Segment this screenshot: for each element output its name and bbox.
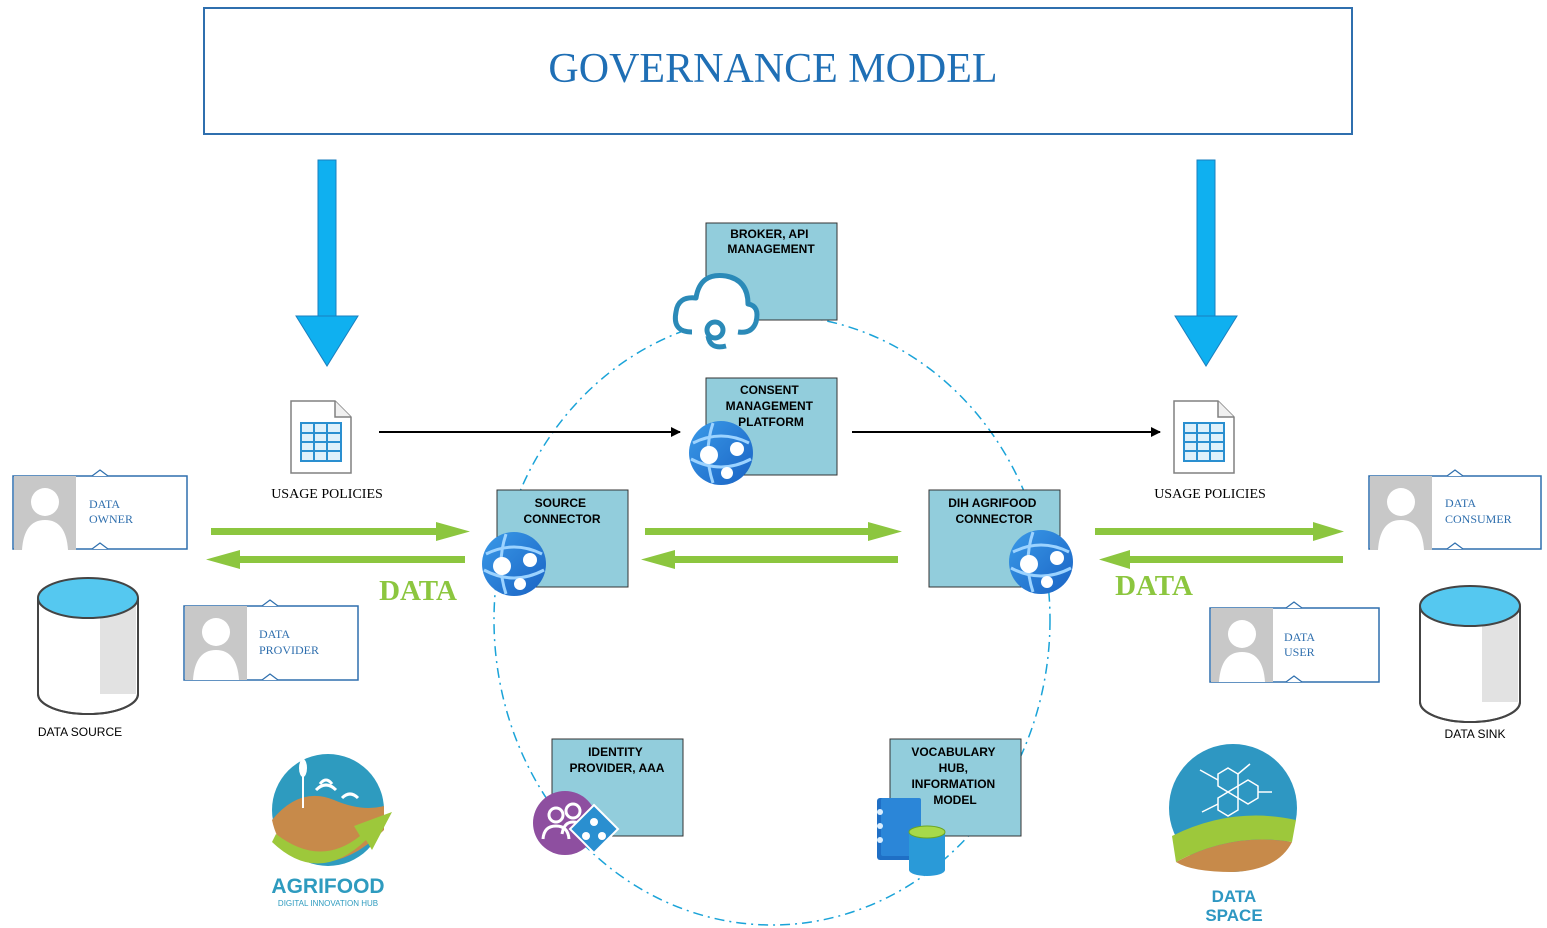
vocabulary-label-3: INFORMATION (911, 777, 995, 791)
dih-connector-label-2: CONNECTOR (955, 512, 1032, 526)
database-icon (1419, 585, 1521, 723)
provider-label-1: DATA (259, 627, 290, 641)
svg-text:DIH AGRIFOOD CONNECTOR: DIH AGRIFOOD CONNECTOR (948, 496, 1040, 526)
user-silhouette-icon (1370, 476, 1432, 550)
user-silhouette-icon (1211, 608, 1273, 682)
role-card-provider: DATA PROVIDER (183, 599, 359, 681)
svg-text:CONSENT MANAGEMENT: CONSENT MANAGEMENT PLATFORM (726, 383, 817, 429)
svg-text:DATA USER: DATA USER (1284, 630, 1317, 659)
dih-connector-label-1: DIH AGRIFOOD (948, 496, 1037, 510)
dataspace-logo-line2: SPACE (1205, 906, 1262, 925)
data-sink-label: DATA SINK (1445, 727, 1506, 741)
web-app-icon (1007, 528, 1075, 596)
dataspace-logo-line1: DATA (1212, 887, 1257, 906)
source-connector-label-1: SOURCE (535, 496, 586, 510)
page-title: GOVERNANCE MODEL (548, 46, 997, 92)
svg-text:VOCABULARY HUB, IN: VOCABULARY HUB, INFORMATION MODEL (911, 745, 998, 807)
data-label-left: DATA (379, 575, 457, 607)
provider-label-2: PROVIDER (259, 643, 319, 657)
governance-arrow-left (295, 159, 359, 367)
identity-component: IDENTITY PROVIDER, AAA (533, 738, 684, 855)
vocabulary-label-1: VOCABULARY (911, 745, 995, 759)
dih-connector-component: DIH AGRIFOOD CONNECTOR (928, 489, 1075, 596)
agrifood-logo-tagline: DIGITAL INNOVATION HUB (278, 899, 378, 908)
role-card-consumer: DATA CONSUMER (1368, 469, 1542, 550)
role-card-user: DATA USER (1209, 601, 1380, 683)
web-app-icon (687, 419, 755, 487)
dataspace-logo: DATA SPACE (1169, 744, 1297, 925)
broker-component: BROKER, API MANAGEMENT (672, 222, 838, 350)
identity-icon (533, 791, 620, 855)
identity-label-2: PROVIDER, AAA (570, 761, 665, 775)
vocabulary-book-icon (877, 798, 946, 876)
document-table-icon (1173, 400, 1235, 474)
broker-label-2: MANAGEMENT (727, 242, 815, 256)
document-table-icon (290, 400, 352, 474)
data-flow-arrows (206, 522, 1344, 569)
database-icon (37, 577, 139, 715)
agrifood-logo-name: AGRIFOOD (271, 875, 384, 898)
source-connector-component: SOURCE CONNECTOR (480, 489, 629, 598)
svg-text:DATA PROVIDER: DATA PROVIDER (259, 627, 319, 657)
vocabulary-label-4: MODEL (933, 793, 976, 807)
consumer-label-1: DATA (1445, 496, 1476, 510)
owner-label-1: DATA (89, 497, 120, 511)
svg-text:SOURCE CONNECTOR: SOURCE CONNECTOR (523, 496, 600, 526)
svg-text:DATA CONSUMER: DATA CONSUMER (1445, 496, 1512, 526)
svg-text:DATA OWNER: DATA OWNER (89, 497, 133, 526)
governance-box (203, 7, 1353, 135)
user-label-1: DATA (1284, 630, 1315, 644)
consent-label-3: PLATFORM (738, 415, 804, 429)
owner-label-2: OWNER (89, 512, 133, 526)
consent-component: CONSENT MANAGEMENT PLATFORM (687, 377, 838, 487)
vocabulary-component: VOCABULARY HUB, INFORMATION MODEL (877, 738, 1022, 876)
cloud-icon (672, 272, 760, 350)
usage-policies-left: USAGE POLICIES (271, 487, 383, 502)
user-silhouette-icon (14, 476, 76, 550)
data-source-label: DATA SOURCE (38, 725, 122, 739)
data-label-right: DATA (1115, 570, 1193, 602)
vocabulary-label-2: HUB, (939, 761, 968, 775)
role-card-owner: DATA OWNER (12, 469, 188, 550)
agrifood-logo: AGRIFOOD DIGITAL INNOVATION HUB (271, 754, 392, 908)
web-app-icon (480, 530, 548, 598)
svg-text:BROKER, API MANAGEMENT: BROKER, API MANAGEMENT (727, 227, 815, 256)
user-silhouette-icon (185, 606, 247, 680)
identity-label-1: IDENTITY (588, 745, 643, 759)
user-label-2: USER (1284, 645, 1315, 659)
source-connector-label-2: CONNECTOR (523, 512, 600, 526)
broker-label-1: BROKER, API (730, 227, 808, 241)
consent-label-2: MANAGEMENT (726, 399, 814, 413)
consumer-label-2: CONSUMER (1445, 512, 1512, 526)
usage-policies-right: USAGE POLICIES (1154, 487, 1266, 502)
svg-text:IDENTITY PROVIDER, AAA: IDENTITY PROVIDER, AAA (570, 745, 665, 775)
governance-arrow-right (1174, 159, 1238, 367)
consent-label-1: CONSENT (740, 383, 799, 397)
